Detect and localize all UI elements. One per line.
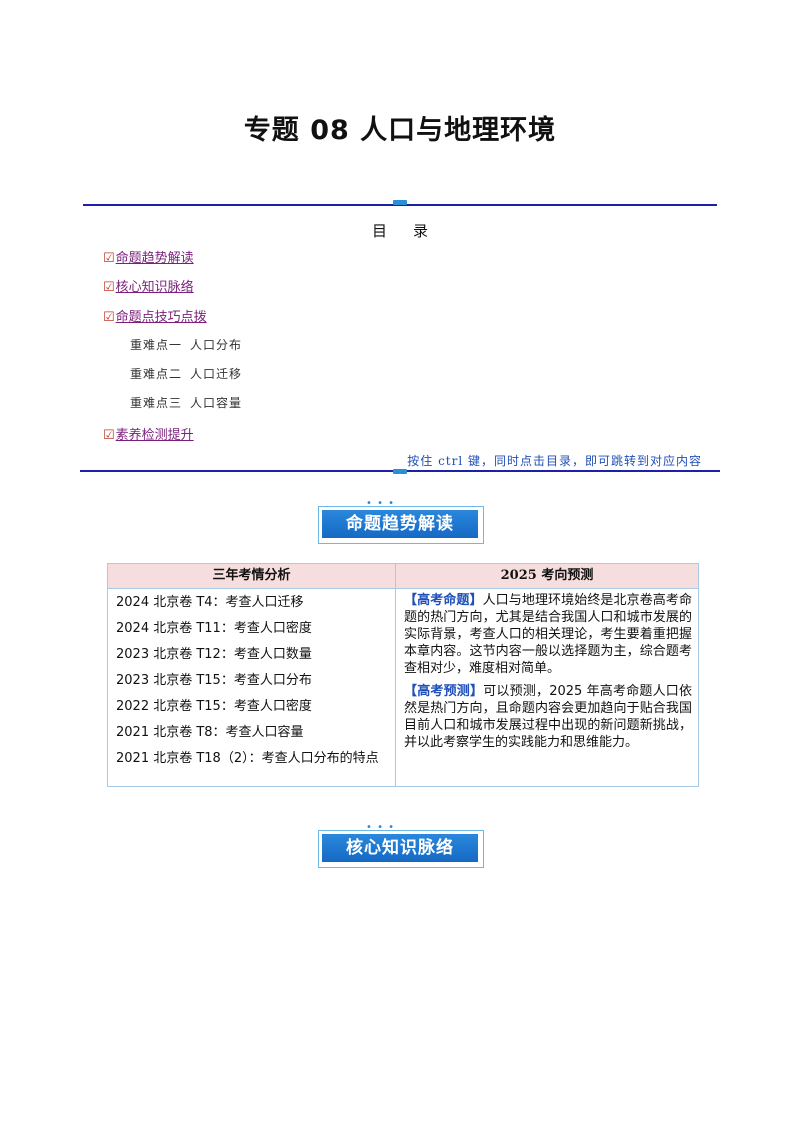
toc-link-label: 命题点技巧点拨 (115, 310, 207, 325)
list-item: 2022 北京卷 T15：考查人口密度 (116, 699, 312, 714)
exam-topic-paragraph: 【高考命题】人口与地理环境始终是北京卷高考命题的热门方向，尤其是结合我国人口和城… (404, 592, 692, 677)
page-title: 专题 08 人口与地理环境 (243, 115, 557, 146)
checkbox-icon: ☑ (103, 310, 115, 325)
toc-link-knowledge[interactable]: ☑核心知识脉络 (103, 276, 194, 295)
top-divider-notch (393, 200, 407, 205)
section-banner-knowledge: • • • 核心知识脉络 (318, 823, 484, 868)
banner-dots: • • • (366, 498, 396, 509)
checkbox-icon: ☑ (103, 251, 115, 266)
table-column-divider (395, 564, 396, 786)
table-header-row: 三年考情分析 2025 考向预测 (108, 564, 698, 589)
toc-heading-char-1: 目 (371, 222, 387, 240)
toc-link-label: 命题趋势解读 (115, 251, 194, 266)
exam-analysis-table: 三年考情分析 2025 考向预测 2024 北京卷 T4：考查人口迁移 2024… (107, 563, 699, 787)
exam-topic-text: 人口与地理环境始终是北京卷高考命题的热门方向，尤其是结合我国人口和城市发展的实际… (404, 593, 692, 676)
table-header-analysis: 三年考情分析 (212, 568, 291, 583)
toc-subitem-number: 重难点二 (130, 367, 183, 381)
banner-fill (322, 510, 478, 538)
toc-link-assessment[interactable]: ☑素养检测提升 (103, 424, 194, 443)
toc-link-skills[interactable]: ☑命题点技巧点拨 (103, 306, 207, 325)
table-header-forecast: 2025 考向预测 (500, 568, 594, 583)
toc-link-trend[interactable]: ☑命题趋势解读 (103, 247, 194, 266)
toc-subitem-label: 人口迁移 (190, 367, 243, 381)
checkbox-icon: ☑ (103, 280, 115, 295)
toc-subitem-migration[interactable]: 重难点二人口迁移 (130, 365, 242, 382)
banner-title: 核心知识脉络 (346, 838, 454, 858)
toc-subitem-distribution[interactable]: 重难点一人口分布 (130, 336, 242, 353)
toc-subitem-capacity[interactable]: 重难点三人口容量 (130, 394, 242, 411)
list-item: 2024 北京卷 T4：考查人口迁移 (116, 595, 304, 610)
exam-forecast-text: 可以预测，2025 年高考命题人口依然是热门方向，且命题内容会更加趋向于贴合我国… (404, 684, 692, 750)
list-item: 2023 北京卷 T15：考查人口分布 (116, 673, 312, 688)
section-banner-trend: • • • 命题趋势解读 (318, 499, 484, 544)
toc-subitem-label: 人口分布 (190, 338, 243, 352)
bottom-divider-notch (393, 469, 407, 474)
list-item: 2021 北京卷 T8：考查人口容量 (116, 725, 304, 740)
list-item: 2023 北京卷 T12：考查人口数量 (116, 647, 312, 662)
banner-title: 命题趋势解读 (346, 514, 454, 534)
toc-heading-char-2: 录 (413, 222, 429, 240)
banner-dots: • • • (366, 822, 396, 833)
top-divider (83, 204, 717, 206)
exam-forecast-tag: 【高考预测】 (404, 684, 484, 699)
list-item: 2024 北京卷 T11：考查人口密度 (116, 621, 312, 636)
banner-fill (322, 834, 478, 862)
toc-subitem-number: 重难点三 (130, 396, 183, 410)
list-item: 2021 北京卷 T18（2）：考查人口分布的特点 (116, 751, 379, 766)
exam-history-list: 2024 北京卷 T4：考查人口迁移 2024 北京卷 T11：考查人口密度 2… (116, 594, 388, 776)
toc-link-label: 素养检测提升 (115, 428, 194, 443)
forecast-text: 【高考命题】人口与地理环境始终是北京卷高考命题的热门方向，尤其是结合我国人口和城… (404, 592, 692, 757)
toc-instruction-note: 按住 ctrl 键，同时点击目录，即可跳转到对应内容 (407, 454, 702, 468)
toc-heading: 目录 (0, 220, 800, 241)
exam-topic-tag: 【高考命题】 (404, 593, 483, 608)
toc-subitem-number: 重难点一 (130, 338, 183, 352)
toc-link-label: 核心知识脉络 (115, 280, 194, 295)
exam-forecast-paragraph: 【高考预测】可以预测，2025 年高考命题人口依然是热门方向，且命题内容会更加趋… (404, 683, 692, 751)
checkbox-icon: ☑ (103, 428, 115, 443)
toc-subitem-label: 人口容量 (190, 396, 243, 410)
